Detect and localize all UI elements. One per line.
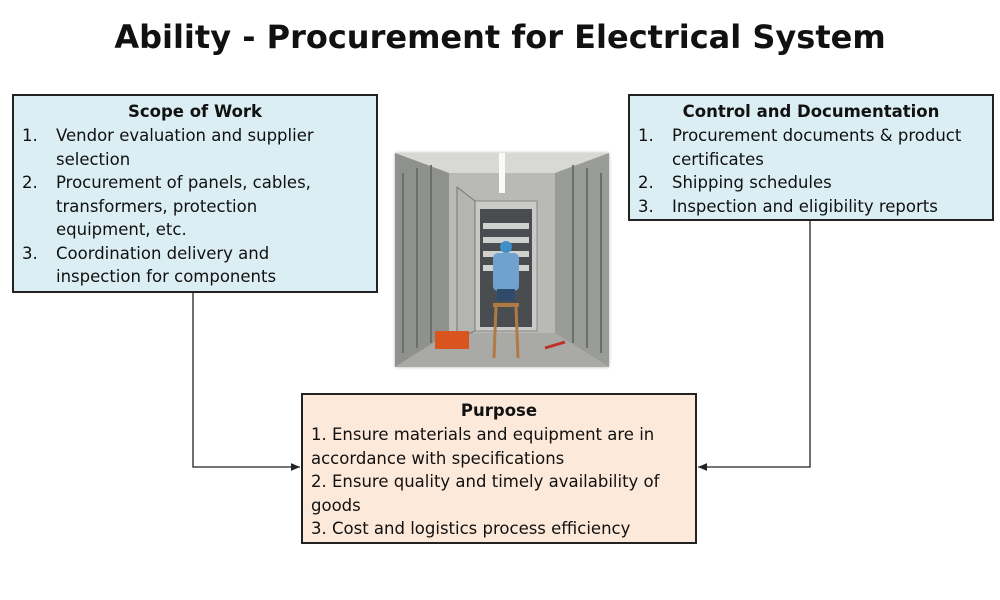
control-item: 2.Shipping schedules xyxy=(638,173,832,192)
control-heading: Control and Documentation xyxy=(682,102,940,121)
electrician-panel-image xyxy=(395,153,609,367)
scope-of-work-box: Scope of Work 1.Vendor evaluation and su… xyxy=(12,94,378,293)
scope-heading: Scope of Work xyxy=(127,102,263,121)
control-documentation-box: Control and Documentation 1.Procurement … xyxy=(628,94,994,221)
diagram-title: Ability - Procurement for Electrical Sys… xyxy=(114,18,886,56)
scope-item: 2.Procurement of panels, cables, transfo… xyxy=(22,173,311,239)
scope-item: 3.Coordination delivery and inspection f… xyxy=(22,243,277,287)
control-to-purpose-arrow xyxy=(698,220,811,471)
purpose-box: Purpose 1. Ensure materials and equipmen… xyxy=(301,393,697,544)
scope-item: 1.Vendor evaluation and supplier selecti… xyxy=(22,126,314,169)
control-item: 3.Inspection and eligibility reports xyxy=(638,196,938,216)
purpose-item: 3. Cost and logistics process efficiency xyxy=(311,519,631,538)
purpose-item: 2. Ensure quality and timely availabilit… xyxy=(311,472,660,515)
purpose-item: 1. Ensure materials and equipment are in… xyxy=(311,425,655,468)
control-item: 1.Procurement documents & product certif… xyxy=(638,126,962,169)
scope-to-purpose-arrow xyxy=(192,292,300,471)
purpose-heading: Purpose xyxy=(460,401,538,420)
